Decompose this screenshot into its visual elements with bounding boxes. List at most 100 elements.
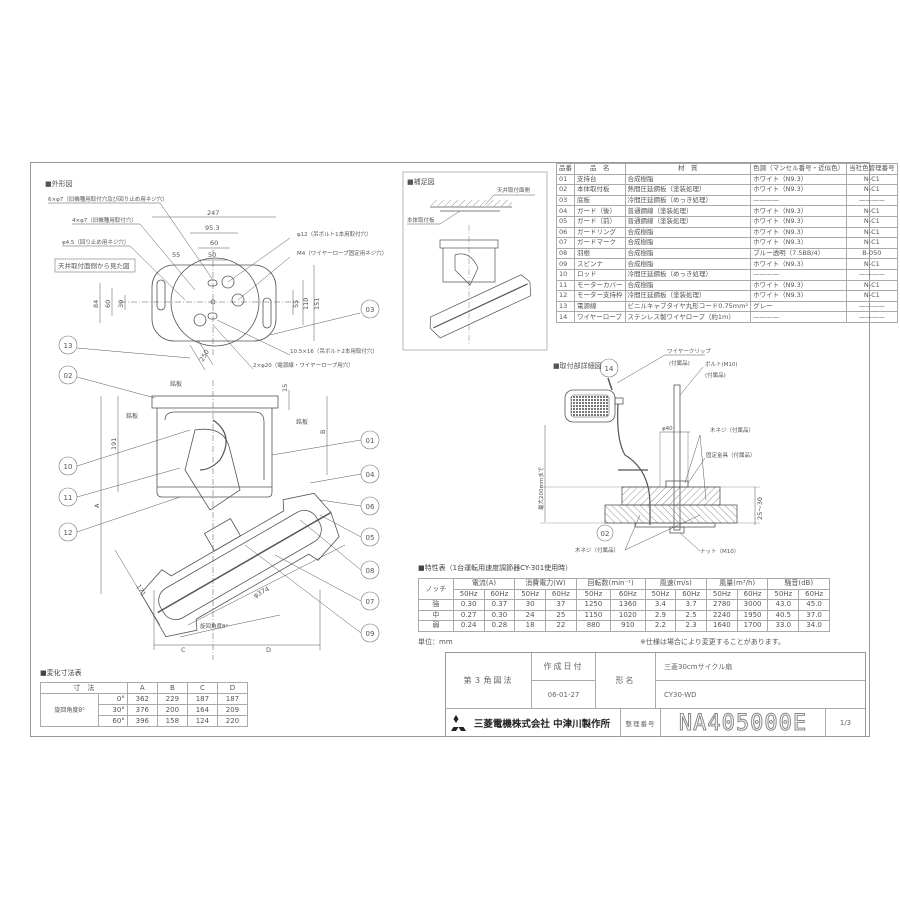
header-part-name: 品 名 — [574, 163, 626, 175]
spec-value: 40.5 — [767, 609, 800, 621]
spec-value: 2780 — [705, 599, 738, 611]
mounting-plate — [151, 395, 279, 409]
spec-table: ノッチ 電流(A) 消費電力(W) 回転数(min⁻¹) 風速(m/s) 風量(… — [418, 578, 830, 632]
nut — [669, 526, 685, 534]
callout-09: 09 — [360, 623, 380, 643]
part-name: ロッド — [574, 268, 626, 281]
spec-title: ■特性表（1台運転用速度調節器CY-301使用時） — [418, 564, 573, 572]
note-m4: M4（ワイヤーロープ固定用ネジ穴） — [297, 249, 387, 257]
part-material: 合成樹脂 — [624, 279, 752, 292]
date-label: 作成日付 — [532, 653, 596, 681]
part-name: 羽根 — [574, 247, 626, 260]
frequency-header: 60Hz — [798, 588, 830, 600]
variation-value: 158 — [156, 715, 188, 727]
spec-value: 1250 — [575, 599, 612, 611]
header-color: 色調（マンセル番号・近似色） — [750, 163, 848, 175]
fixing-bracket — [665, 480, 689, 488]
mitsubishi-logo — [451, 715, 466, 731]
part-color-code: N-C1 — [846, 226, 898, 239]
creation-date: 06-01-27 — [532, 681, 596, 709]
motor-cover — [184, 428, 241, 511]
part-color-code: ———— — [846, 300, 898, 313]
base-plate-outline — [151, 264, 277, 342]
nameplate-label-1: 銘板 — [170, 380, 182, 388]
part-material: ビニルキャブタイヤ丸形コード0.75mm² — [624, 300, 752, 313]
nameplate-label-2: 銘板 — [126, 412, 138, 420]
header-dimension: 寸 法 — [40, 682, 128, 694]
callout-14: 14 — [599, 358, 619, 378]
callout-08: 08 — [360, 560, 380, 580]
part-material: ステンレス製ワイヤロープ（約1m） — [624, 311, 752, 323]
ceiling-board — [604, 504, 738, 524]
part-no: 06 — [556, 226, 575, 239]
spec-value: 37.0 — [798, 609, 830, 621]
variation-value: 229 — [156, 693, 188, 705]
frequency-header: 50Hz — [767, 588, 800, 600]
part-no: 09 — [556, 258, 575, 270]
part-material: 合成樹脂 — [624, 173, 752, 186]
svg-text:13: 13 — [64, 342, 73, 350]
part-color: ———— — [750, 311, 848, 323]
spec-value: 24 — [514, 609, 546, 621]
part-no: 04 — [556, 205, 575, 217]
frequency-header: 50Hz — [705, 588, 738, 600]
spec-value: 0.30 — [452, 599, 485, 611]
part-no: 02 — [556, 184, 575, 196]
fan-guard — [140, 492, 340, 638]
wire-clip-label: ワイヤークリップ — [667, 348, 711, 355]
variation-value: 396 — [126, 715, 158, 727]
spec-value: 33.0 — [767, 620, 800, 632]
spec-value: 1950 — [736, 609, 769, 621]
svg-text:01: 01 — [366, 437, 375, 445]
top-view-labels: 6×φ7（旧機種用取付穴及び回り止め用ネジ穴） 4×φ7（旧機種用取付穴） φ4… — [48, 195, 387, 369]
part-no: 14 — [556, 311, 575, 323]
supplement-view — [402, 171, 548, 351]
header-air-speed: 風速(m/s) — [644, 578, 707, 590]
spec-value: 0.30 — [483, 609, 516, 621]
part-no: 08 — [556, 247, 575, 260]
note-hole-12: φ12（吊ボルト1本用取付穴） — [297, 230, 372, 238]
part-color-code: N-C1 — [846, 184, 898, 196]
note-holes-6: 6×φ7（旧機種用取付穴及び回り止め用ネジ穴） — [48, 195, 168, 203]
drawing-number: NA405000E — [678, 710, 808, 736]
outline-title: ■外形図 — [45, 179, 73, 188]
mount-detail — [540, 354, 760, 552]
part-color-code: N-C1 — [846, 237, 898, 249]
part-color: ———— — [750, 194, 848, 207]
variation-value: 200 — [156, 704, 188, 716]
part-color-code: N-C1 — [846, 258, 898, 270]
top-view: ■外形図 — [45, 179, 361, 371]
part-name: 底板 — [574, 194, 626, 207]
parts-header-row: 品番 品 名 材 質 色調（マンセル番号・近似色） 当社色管理番号 — [556, 163, 898, 175]
variation-value: 164 — [186, 704, 218, 716]
part-no: 01 — [556, 173, 575, 186]
header-d: D — [216, 682, 249, 694]
spec-value: 22 — [544, 620, 577, 632]
fan-mesh — [570, 394, 610, 418]
note-hole-4-5: φ4.5（回り止め用ネジ穴） — [62, 238, 129, 246]
dim-250: 250 — [198, 348, 211, 363]
part-material: 合成樹脂 — [624, 247, 752, 260]
spec-value: 0.27 — [452, 609, 485, 621]
spec-value: 30 — [514, 599, 546, 611]
dim-b: B — [319, 430, 327, 434]
wire-clip — [614, 397, 624, 405]
supplement-labels: ■補足図 天井取付面側 本体取付板 — [407, 177, 531, 224]
guard-ring — [157, 511, 332, 614]
dim-95-3: 95.3 — [205, 224, 219, 232]
notch-label: 中 — [418, 609, 454, 621]
callout-13: 13 — [58, 335, 78, 355]
spec-value: 1360 — [610, 599, 646, 611]
part-name: 支持台 — [574, 173, 626, 186]
